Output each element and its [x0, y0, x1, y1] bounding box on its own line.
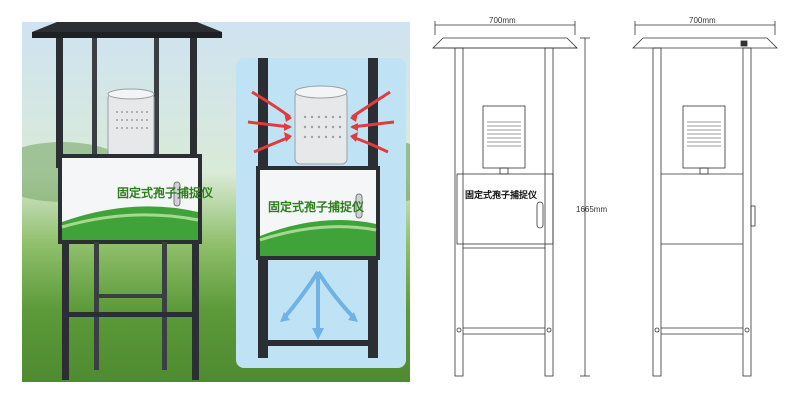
airflow-inset: [236, 58, 406, 368]
front-cabinet-label: 固定式孢子捕捉仪: [465, 190, 538, 200]
front-view-drawing: 700mm 固定式孢子捕捉仪 1665mm: [425, 10, 610, 390]
photo-scene: [22, 22, 410, 380]
inset-cabinet-label: 固定式孢子捕捉仪: [268, 200, 365, 214]
outflow-arrows: [282, 270, 356, 332]
side-width-label: 700mm: [689, 16, 716, 25]
side-view-drawing: 700mm: [625, 10, 790, 390]
front-width-label: 700mm: [489, 16, 516, 25]
product-photo: 固定式孢子捕捉仪 固定式孢子捕捉仪: [22, 22, 410, 382]
front-view-lines: [432, 21, 590, 377]
side-view-lines: [632, 21, 778, 377]
height-label: 1665mm: [576, 205, 608, 214]
device-main: [32, 22, 222, 380]
main-cabinet-label: 固定式孢子捕捉仪: [117, 186, 214, 200]
inflow-arrows: [247, 90, 395, 154]
